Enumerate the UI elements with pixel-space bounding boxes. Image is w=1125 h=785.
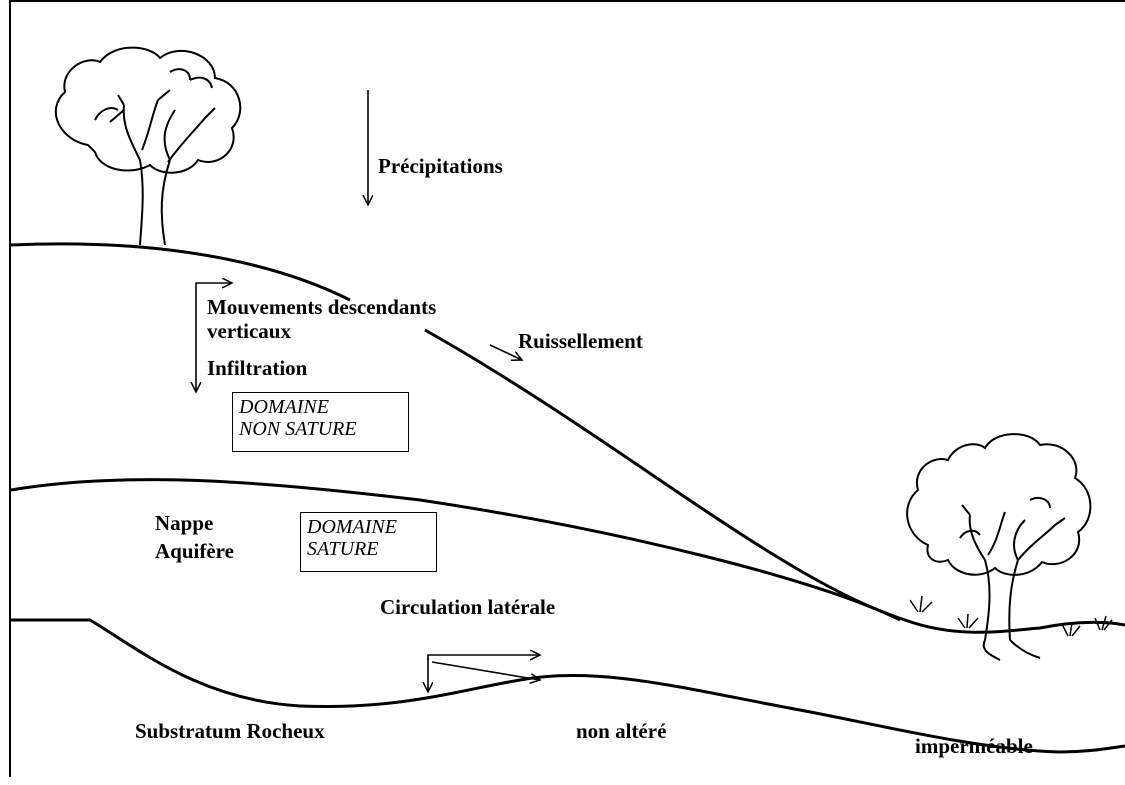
label-mouvements-line1: Mouvements descendants [207,295,437,319]
ground-surface-line [10,242,351,302]
tree-right-icon [906,433,1092,661]
box-domaine-sature: DOMAINE SATURE [300,512,437,572]
label-circulation-laterale: Circulation latérale [380,595,556,619]
label-ruissellement: Ruissellement [518,329,643,353]
box-domaine-non-sature: DOMAINE NON SATURE [232,392,409,452]
water-table-line [10,478,901,622]
label-precipitations: Précipitations [378,154,503,178]
grass-tufts-icon [909,595,1113,637]
label-non-altere: non altéré [576,719,667,743]
diagram-frame [9,0,1125,777]
box-non-sature-line2: NON SATURE [239,418,357,440]
box-sature-line1: DOMAINE [307,516,397,538]
label-impermeable: imperméable [915,734,1033,758]
infiltration-arrow-right [195,283,232,298]
bedrock-line [11,618,1125,754]
label-substratum-rocheux: Substratum Rocheux [135,719,325,743]
runoff-slope-line [424,328,1125,634]
tree-left-icon [54,46,242,246]
label-mouvements-line2: verticaux [207,319,291,343]
runoff-arrow [489,344,522,360]
box-sature-line2: SATURE [307,538,379,560]
lateral-arrow-lower [431,661,540,680]
label-aquifere: Aquifère [155,539,234,563]
label-nappe: Nappe [155,511,214,535]
box-non-sature-line1: DOMAINE [239,396,329,418]
label-infiltration: Infiltration [207,356,308,380]
lateral-arrow-upper [427,655,540,660]
